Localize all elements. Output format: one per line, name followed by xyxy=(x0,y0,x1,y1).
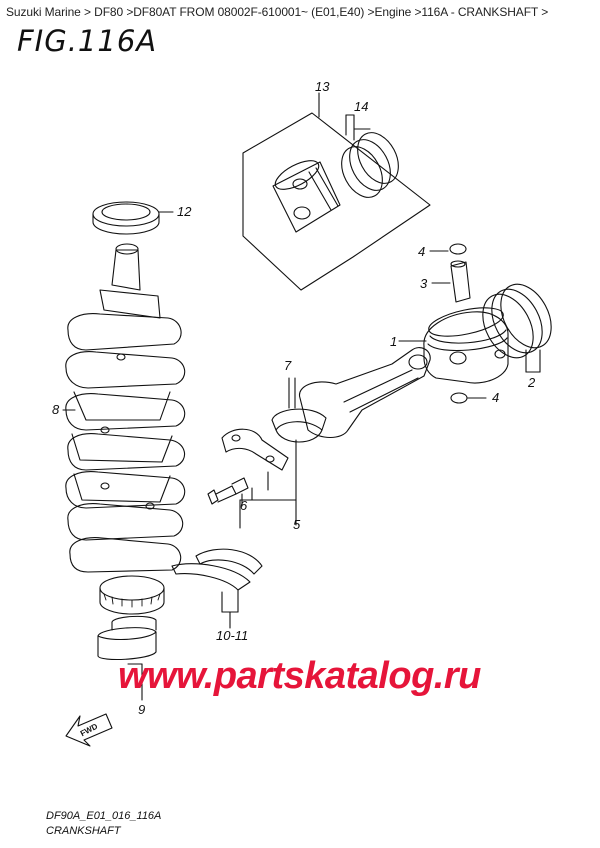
breadcrumb-item-df80[interactable]: DF80 xyxy=(94,5,124,19)
piston-pin[interactable] xyxy=(450,260,471,303)
figure-code: DF90A_E01_016_116A xyxy=(46,810,162,822)
callout-5[interactable]: 5 xyxy=(293,517,301,532)
callout-4-top[interactable]: 4 xyxy=(418,244,425,259)
piston-rings-set[interactable] xyxy=(333,126,406,205)
callout-9[interactable]: 9 xyxy=(138,702,145,717)
piston-rings[interactable] xyxy=(473,276,562,367)
breadcrumb-item-model[interactable]: DF80AT FROM 08002F-610001~ (E01,E40) xyxy=(133,5,365,19)
oil-seal[interactable] xyxy=(92,201,160,235)
callout-7[interactable]: 7 xyxy=(284,358,292,373)
breadcrumb-separator: > xyxy=(414,5,422,19)
conrod-bolt[interactable] xyxy=(207,477,249,505)
conrod-bearing[interactable] xyxy=(271,408,327,443)
breadcrumb-separator: > xyxy=(83,5,91,19)
piston-assembly-box[interactable] xyxy=(242,112,431,291)
callout-2[interactable]: 2 xyxy=(527,375,536,390)
crankshaft[interactable] xyxy=(65,243,186,615)
callout-6[interactable]: 6 xyxy=(240,498,248,513)
figure-title: FIG.116A xyxy=(17,24,158,58)
breadcrumb-item-suzuki-marine[interactable]: Suzuki Marine xyxy=(6,5,81,19)
watermark: www.partskatalog.ru xyxy=(118,655,481,697)
circlip-bottom[interactable] xyxy=(450,392,468,404)
breadcrumb-separator: > xyxy=(541,5,549,19)
callout-12[interactable]: 12 xyxy=(177,204,192,219)
callout-3[interactable]: 3 xyxy=(420,276,428,291)
main-bearing-halves[interactable] xyxy=(171,548,263,591)
callout-14[interactable]: 14 xyxy=(354,99,368,114)
thrust-bearing[interactable] xyxy=(97,615,157,660)
breadcrumb-separator: > xyxy=(126,5,134,19)
figure-caption: CRANKSHAFT xyxy=(46,825,121,837)
callout-13[interactable]: 13 xyxy=(315,79,330,94)
callout-10-11[interactable]: 10-11 xyxy=(216,628,248,643)
piston-in-box[interactable] xyxy=(271,155,341,233)
connecting-rod[interactable] xyxy=(221,347,431,471)
fwd-arrow-icon xyxy=(65,713,113,747)
callout-1[interactable]: 1 xyxy=(390,334,397,349)
piston[interactable] xyxy=(423,302,509,384)
circlip-top[interactable] xyxy=(449,243,467,255)
breadcrumb: Suzuki Marine > DF80 >DF80AT FROM 08002F… xyxy=(6,5,548,19)
breadcrumb-separator: > xyxy=(367,5,375,19)
callout-4-bottom[interactable]: 4 xyxy=(492,390,499,405)
breadcrumb-item-engine[interactable]: Engine xyxy=(374,5,412,19)
callout-8[interactable]: 8 xyxy=(52,402,60,417)
breadcrumb-item-crankshaft[interactable]: 116A - CRANKSHAFT xyxy=(421,5,538,19)
